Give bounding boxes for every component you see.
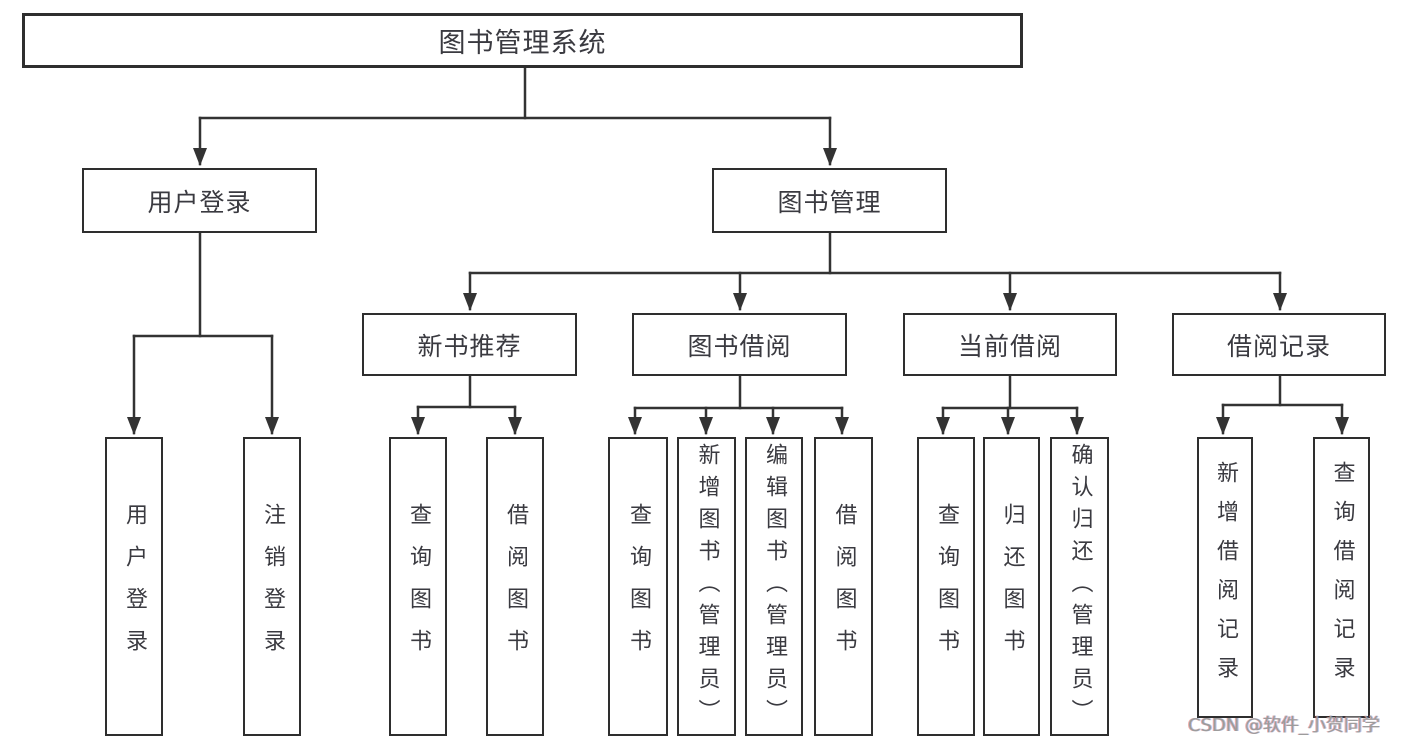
- node-label: 查询借阅记录: [1329, 460, 1355, 695]
- node-label: 编辑图书（管理员）: [762, 442, 787, 731]
- node-new-book-recommend: 新书推荐: [362, 313, 577, 376]
- node-label: 注销登录: [260, 502, 285, 671]
- node-user-login: 用户登录: [82, 168, 317, 233]
- leaf-borrow-books: 借阅图书: [814, 437, 873, 736]
- node-book-management: 图书管理: [712, 168, 947, 233]
- leaf-query-books-current: 查询图书: [917, 437, 975, 736]
- leaf-return-books: 归还图书: [983, 437, 1040, 736]
- node-label: 查询图书: [626, 502, 651, 671]
- node-label: 图书借阅: [687, 331, 792, 361]
- node-borrowing-records: 借阅记录: [1172, 313, 1386, 376]
- node-label: 用户登录: [147, 187, 252, 217]
- leaf-query-borrow-record: 查询借阅记录: [1313, 437, 1370, 718]
- node-label: 新增借阅记录: [1213, 460, 1238, 695]
- node-label: 借阅记录: [1226, 331, 1331, 361]
- node-label: 归还图书: [999, 502, 1025, 671]
- csdn-watermark: CSDN @软件_小贺同学: [1188, 715, 1381, 736]
- node-library-system: 图书管理系统: [22, 13, 1023, 68]
- node-label: 借阅图书: [831, 502, 857, 671]
- node-label: 查询图书: [406, 502, 431, 671]
- node-label: 查询图书: [934, 502, 959, 671]
- node-label: 用户登录: [122, 502, 147, 671]
- node-book-borrowing: 图书借阅: [632, 313, 847, 376]
- leaf-borrow-books-recommend: 借阅图书: [486, 437, 544, 736]
- node-label: 图书管理: [777, 187, 882, 217]
- leaf-add-books-admin: 新增图书（管理员）: [677, 437, 736, 736]
- leaf-confirm-return-admin: 确认归还（管理员）: [1050, 437, 1109, 736]
- node-label: 借阅图书: [503, 502, 528, 671]
- leaf-query-books-borrowing: 查询图书: [608, 437, 668, 736]
- node-label: 确认归还（管理员）: [1067, 442, 1093, 731]
- node-current-borrowing: 当前借阅: [903, 313, 1117, 376]
- node-label: 当前借阅: [957, 331, 1062, 361]
- leaf-logout: 注销登录: [243, 437, 301, 736]
- leaf-user-login: 用户登录: [105, 437, 163, 736]
- node-label: 图书管理系统: [438, 28, 607, 59]
- leaf-edit-books-admin: 编辑图书（管理员）: [745, 437, 803, 736]
- leaf-add-borrow-record: 新增借阅记录: [1197, 437, 1253, 718]
- leaf-query-books-recommend: 查询图书: [389, 437, 447, 736]
- node-label: 新书推荐: [417, 331, 522, 361]
- node-label: 新增图书（管理员）: [694, 442, 720, 731]
